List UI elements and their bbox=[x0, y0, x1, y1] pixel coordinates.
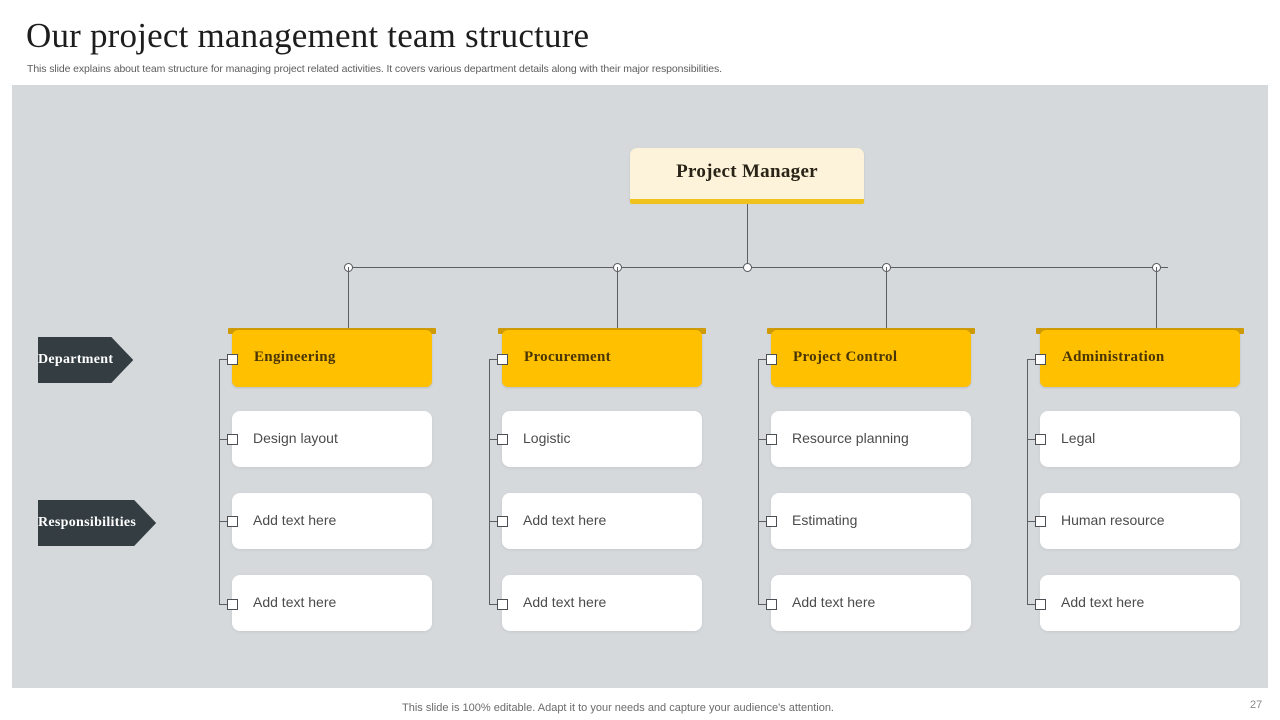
node-marker-3-1 bbox=[766, 434, 777, 445]
page-title: Our project management team structure bbox=[26, 16, 590, 55]
responsibility-card-2-2[interactable]: Add text here bbox=[502, 493, 702, 549]
node-marker-1-0 bbox=[227, 354, 238, 365]
column-stub-3-3 bbox=[758, 604, 771, 605]
column-spine-1 bbox=[219, 359, 220, 605]
responsibility-label-3-1: Resource planning bbox=[792, 430, 909, 446]
department-label-2: Procurement bbox=[524, 349, 611, 365]
responsibility-label-4-1: Legal bbox=[1061, 430, 1096, 446]
node-marker-4-3 bbox=[1035, 599, 1046, 610]
responsibility-card-3-1[interactable]: Resource planning bbox=[771, 411, 971, 467]
column-spine-2 bbox=[489, 359, 490, 605]
responsibility-label-1-2: Add text here bbox=[253, 512, 337, 528]
node-marker-2-0 bbox=[497, 354, 508, 365]
department-card-procurement[interactable]: Procurement bbox=[502, 330, 702, 387]
node-marker-2-3 bbox=[497, 599, 508, 610]
column-stub-1-3 bbox=[219, 604, 232, 605]
responsibility-card-3-2[interactable]: Estimating bbox=[771, 493, 971, 549]
responsibility-card-2-1[interactable]: Logistic bbox=[502, 411, 702, 467]
page-number: 27 bbox=[1250, 699, 1263, 711]
node-marker-2-1 bbox=[497, 434, 508, 445]
connector-branch-drop-4 bbox=[1156, 267, 1157, 328]
department-card-project-control[interactable]: Project Control bbox=[771, 330, 971, 387]
column-stub-4-2 bbox=[1027, 521, 1040, 522]
column-stub-4-0 bbox=[1027, 359, 1040, 360]
responsibility-card-1-2[interactable]: Add text here bbox=[232, 493, 432, 549]
diagram-canvas: Project Manager Engineering Design layou… bbox=[12, 85, 1268, 688]
root-node-accent-bar bbox=[630, 199, 864, 204]
responsibility-label-2-3: Add text here bbox=[523, 594, 607, 610]
responsibility-label-4-3: Add text here bbox=[1061, 594, 1145, 610]
column-stub-2-2 bbox=[489, 521, 502, 522]
column-spine-4 bbox=[1027, 359, 1028, 605]
responsibility-card-4-3[interactable]: Add text here bbox=[1040, 575, 1240, 631]
column-stub-1-0 bbox=[219, 359, 232, 360]
department-card-administration[interactable]: Administration bbox=[1040, 330, 1240, 387]
column-stub-4-3 bbox=[1027, 604, 1040, 605]
responsibility-label-1-1: Design layout bbox=[253, 430, 338, 446]
responsibility-label-3-2: Estimating bbox=[792, 512, 858, 528]
tag-department-label: Department bbox=[38, 352, 114, 367]
responsibility-card-4-2[interactable]: Human resource bbox=[1040, 493, 1240, 549]
column-stub-2-1 bbox=[489, 439, 502, 440]
tag-responsibilities-label: Responsibilities bbox=[38, 515, 137, 530]
node-marker-3-0 bbox=[766, 354, 777, 365]
node-marker-4-1 bbox=[1035, 434, 1046, 445]
responsibility-card-1-1[interactable]: Design layout bbox=[232, 411, 432, 467]
connector-branch-drop-2 bbox=[617, 267, 618, 328]
root-node-label: Project Manager bbox=[676, 161, 818, 182]
department-label-3: Project Control bbox=[793, 349, 898, 365]
connector-branch-drop-1 bbox=[348, 267, 349, 328]
column-stub-3-2 bbox=[758, 521, 771, 522]
column-stub-1-1 bbox=[219, 439, 232, 440]
footer-note: This slide is 100% editable. Adapt it to… bbox=[402, 702, 834, 714]
node-marker-4-2 bbox=[1035, 516, 1046, 527]
tag-department[interactable]: Department bbox=[38, 337, 133, 383]
responsibility-label-1-3: Add text here bbox=[253, 594, 337, 610]
column-stub-4-1 bbox=[1027, 439, 1040, 440]
root-node-project-manager[interactable]: Project Manager bbox=[630, 148, 864, 202]
column-stub-2-0 bbox=[489, 359, 502, 360]
column-stub-3-0 bbox=[758, 359, 771, 360]
responsibility-label-2-2: Add text here bbox=[523, 512, 607, 528]
department-card-engineering[interactable]: Engineering bbox=[232, 330, 432, 387]
department-label-1: Engineering bbox=[254, 349, 336, 365]
connector-dot-center bbox=[743, 263, 752, 272]
responsibility-card-4-1[interactable]: Legal bbox=[1040, 411, 1240, 467]
node-marker-1-3 bbox=[227, 599, 238, 610]
tag-responsibilities[interactable]: Responsibilities bbox=[38, 500, 156, 546]
node-marker-3-3 bbox=[766, 599, 777, 610]
column-stub-2-3 bbox=[489, 604, 502, 605]
department-label-4: Administration bbox=[1062, 349, 1165, 365]
page-subtitle: This slide explains about team structure… bbox=[27, 63, 722, 75]
connector-root-drop bbox=[747, 204, 748, 267]
node-marker-3-2 bbox=[766, 516, 777, 527]
responsibility-label-4-2: Human resource bbox=[1061, 512, 1165, 528]
column-stub-1-2 bbox=[219, 521, 232, 522]
column-stub-3-1 bbox=[758, 439, 771, 440]
node-marker-1-2 bbox=[227, 516, 238, 527]
responsibility-card-1-3[interactable]: Add text here bbox=[232, 575, 432, 631]
node-marker-2-2 bbox=[497, 516, 508, 527]
responsibility-label-2-1: Logistic bbox=[523, 430, 571, 446]
connector-horizontal-bus bbox=[349, 267, 1168, 268]
node-marker-4-0 bbox=[1035, 354, 1046, 365]
node-marker-1-1 bbox=[227, 434, 238, 445]
column-spine-3 bbox=[758, 359, 759, 605]
responsibility-card-2-3[interactable]: Add text here bbox=[502, 575, 702, 631]
responsibility-label-3-3: Add text here bbox=[792, 594, 876, 610]
responsibility-card-3-3[interactable]: Add text here bbox=[771, 575, 971, 631]
connector-branch-drop-3 bbox=[886, 267, 887, 328]
